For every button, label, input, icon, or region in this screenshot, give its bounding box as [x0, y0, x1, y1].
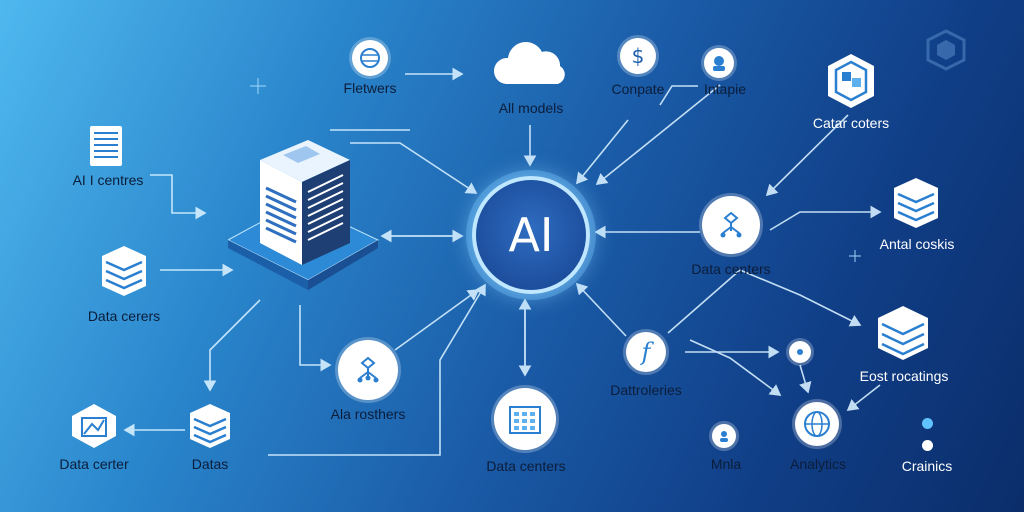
globe-icon	[795, 402, 839, 446]
node-label: Data certer	[59, 456, 129, 472]
database-stack-icon	[892, 176, 940, 230]
network-tree-icon	[702, 196, 760, 254]
function-icon: f	[626, 332, 666, 372]
node-label: Intapie	[703, 81, 747, 97]
database-stack-icon	[100, 244, 148, 298]
node-dot-icon	[789, 341, 811, 363]
node-label: Mnla	[710, 456, 742, 472]
cube-icon	[826, 52, 876, 110]
worker-icon	[704, 48, 734, 78]
globe-icon	[352, 40, 388, 76]
chart-box-icon	[70, 402, 118, 450]
node-label: Datas	[191, 456, 229, 472]
person-icon	[712, 424, 736, 448]
node-label: Data centers	[691, 261, 771, 277]
network-tree-icon	[338, 340, 398, 400]
node-label: AI I centres	[72, 172, 144, 188]
node-label: Data centers	[486, 458, 566, 474]
node-label: Catar coters	[812, 115, 890, 131]
node-label: Antal coskis	[879, 236, 955, 252]
node-label: Fletwers	[343, 80, 397, 96]
node-label: Conpate	[611, 81, 665, 97]
legend-dot-white	[922, 440, 933, 451]
server-stack-icon	[226, 130, 388, 300]
cloud-icon	[492, 38, 572, 88]
ai-hub-label: AI	[508, 208, 554, 262]
node-label: Crainics	[901, 458, 953, 474]
legend-dot-blue	[922, 418, 933, 429]
building-icon	[494, 388, 556, 450]
ai-hub: AI	[472, 176, 590, 294]
node-label: Eost rocatings	[859, 368, 949, 384]
node-label: Data cerers	[87, 308, 161, 324]
database-stack-icon	[876, 304, 930, 362]
dollar-icon: $	[620, 38, 656, 74]
node-label: Analytics	[789, 456, 847, 472]
cube-icon	[924, 28, 968, 72]
node-label: Dattroleries	[610, 382, 682, 398]
node-label: Ala rosthers	[330, 406, 406, 422]
database-stack-icon	[188, 402, 232, 450]
server-rack-icon	[88, 124, 124, 168]
node-label: All models	[498, 100, 564, 116]
